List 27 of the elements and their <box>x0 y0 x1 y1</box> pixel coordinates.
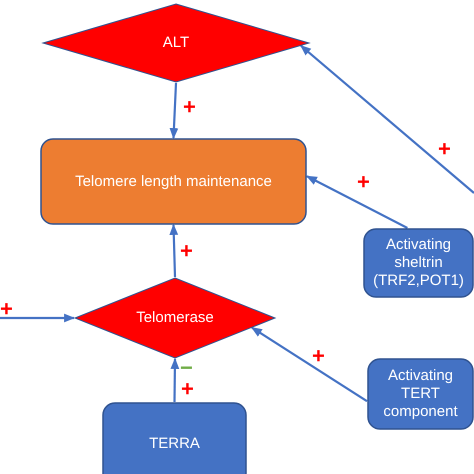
decision-diamond <box>74 277 276 359</box>
node-label: Telomere length maintenance <box>75 172 272 190</box>
sign-label: − <box>180 357 193 379</box>
process-box <box>363 228 474 298</box>
edge-label: + <box>181 378 194 400</box>
edge-label: + <box>357 171 370 193</box>
node-label: ALT <box>162 34 190 52</box>
decision-diamond <box>42 3 310 83</box>
arrow <box>170 358 180 402</box>
process-box <box>40 138 307 225</box>
edge-label: + <box>0 298 13 320</box>
node-label: Activating sheltrin (TRF2,POT1) <box>372 236 465 290</box>
arrow <box>169 224 178 278</box>
arrow <box>0 314 76 322</box>
arrow <box>251 326 368 402</box>
edge-label: + <box>180 240 193 262</box>
arrow <box>170 82 178 140</box>
node-label: Telomerase <box>136 309 214 327</box>
process-box <box>102 402 247 474</box>
edge-label: + <box>312 345 325 367</box>
edge-label: + <box>438 138 451 160</box>
arrow <box>300 44 474 194</box>
edge-label: + <box>183 96 196 118</box>
arrow <box>306 175 408 229</box>
node-label: TERRA <box>149 435 200 453</box>
process-box <box>367 358 474 430</box>
node-label: Activating TERT component <box>382 367 459 421</box>
